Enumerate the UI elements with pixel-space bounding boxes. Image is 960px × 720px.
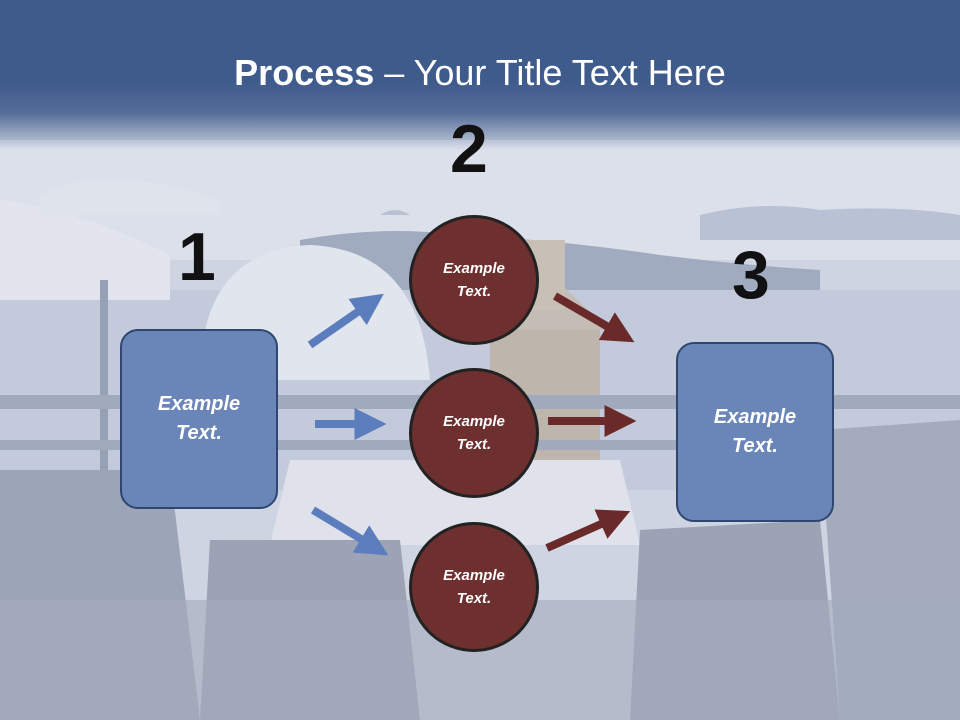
- title-rest: – Your Title Text Here: [374, 52, 726, 93]
- arrow-1-to-top: [307, 293, 384, 349]
- circle-bottom-line2: Text.: [456, 590, 492, 607]
- step-number-1: 1: [178, 219, 216, 295]
- circle-middle-line2: Text.: [456, 436, 492, 453]
- step-2-circle-middle: Example Text.: [409, 368, 539, 498]
- arrow-bottom-to-3: [545, 509, 631, 552]
- arrow-1-to-bottom: [310, 506, 389, 556]
- step-2-circle-bottom: Example Text.: [409, 522, 539, 652]
- step-1-text-line1: Example: [157, 393, 241, 415]
- circle-bottom-line1: Example: [443, 567, 505, 584]
- title-bold: Process: [234, 52, 375, 93]
- step-1-text-line2: Text.: [176, 422, 222, 444]
- step-number-2: 2: [450, 111, 488, 187]
- step-2-circle-top: Example Text.: [409, 215, 539, 345]
- arrow-top-to-3: [552, 292, 635, 343]
- circle-top-line1: Example: [443, 260, 505, 277]
- circle-middle-line1: Example: [443, 413, 505, 430]
- slide-title: Process – Your Title Text Here: [0, 52, 960, 94]
- step-3-text-line1: Example: [713, 406, 797, 428]
- title-band: [0, 0, 960, 150]
- step-1-box: Example Text.: [120, 329, 278, 509]
- step-3-text-line2: Text.: [732, 435, 778, 457]
- circle-top-line2: Text.: [456, 283, 492, 300]
- step-3-box: Example Text.: [676, 342, 834, 522]
- step-number-3: 3: [732, 237, 770, 313]
